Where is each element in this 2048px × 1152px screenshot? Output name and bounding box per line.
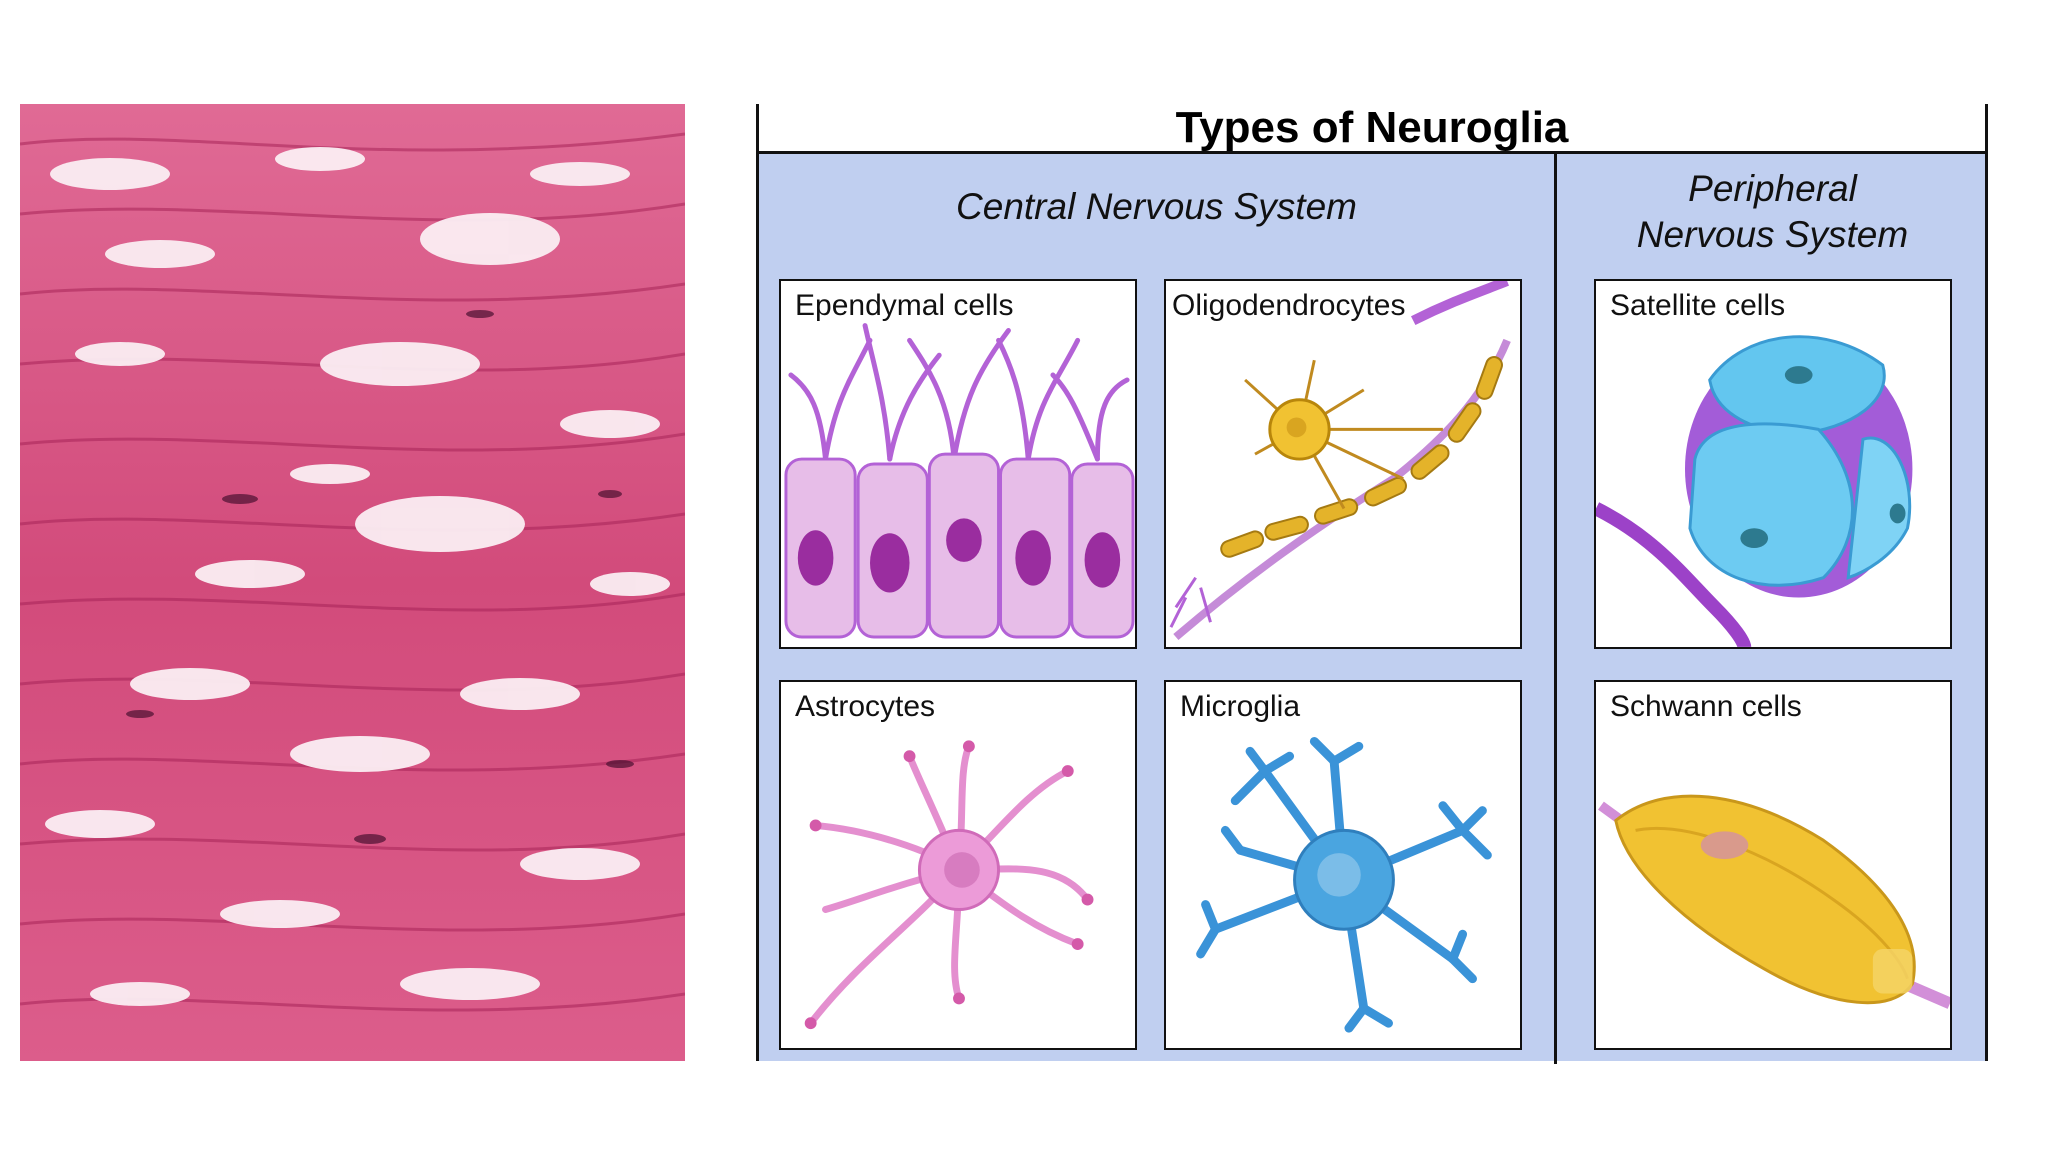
panel-body: Central Nervous System Peripheral Nervou… (756, 151, 1988, 1064)
card-label-satellite: Satellite cells (1610, 289, 1786, 322)
panel-title-bar: Types of Neuroglia (756, 104, 1988, 152)
card-microglia: Microglia (1164, 680, 1522, 1050)
histology-micrograph (20, 104, 685, 1061)
schwann-cell-illustration (1598, 794, 1950, 1009)
card-label-oligodendrocytes: Oligodendrocytes (1172, 289, 1406, 322)
pns-title-line2: Nervous System (1636, 214, 1909, 255)
card-label-ependymal: Ependymal cells (795, 289, 1014, 322)
card-satellite-cells: Satellite cells (1594, 279, 1952, 649)
pns-title-line1: Peripheral (1688, 168, 1857, 209)
card-label-microglia: Microglia (1180, 690, 1301, 723)
card-astrocytes: Astrocytes (779, 680, 1137, 1050)
satellite-cells-illustration (1596, 335, 1913, 647)
cns-section-title: Central Nervous System (956, 186, 1357, 227)
card-label-schwann: Schwann cells (1610, 690, 1802, 723)
card-schwann-cells: Schwann cells (1594, 680, 1952, 1050)
astrocyte-illustration (804, 740, 1094, 1030)
microglia-illustration (1196, 736, 1492, 1033)
neuroglia-panel: Types of Neuroglia Central Nervous Syste… (756, 104, 1988, 1064)
pns-section-title: Peripheral Nervous System (1557, 166, 1988, 258)
card-ependymal-cells: Ependymal cells (779, 279, 1137, 649)
card-oligodendrocytes: Oligodendrocytes (1164, 279, 1522, 649)
oligodendrocyte-illustration (1169, 281, 1511, 641)
nerve-tissue-image (20, 104, 685, 1061)
panel-title: Types of Neuroglia (1175, 103, 1569, 152)
card-label-astrocytes: Astrocytes (795, 690, 936, 723)
section-divider (1554, 154, 1557, 1064)
ependymal-cells-illustration (784, 323, 1135, 639)
